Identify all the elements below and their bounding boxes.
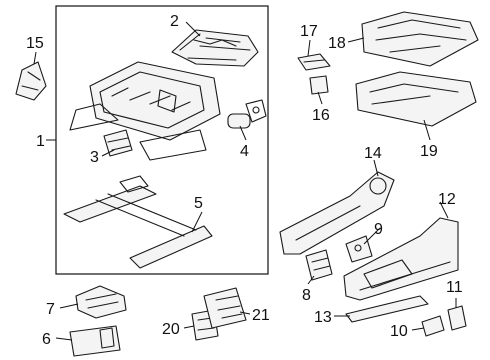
callout-16: 16 bbox=[312, 107, 330, 124]
part-7-bracket[interactable] bbox=[75, 285, 127, 319]
part-15-bracket[interactable] bbox=[15, 61, 47, 101]
part-8-connector[interactable] bbox=[305, 249, 333, 281]
seat-frame-assembly[interactable] bbox=[69, 61, 221, 161]
callout-12: 12 bbox=[438, 191, 456, 208]
callout-2: 2 bbox=[170, 13, 179, 30]
part-21-module[interactable] bbox=[203, 287, 247, 329]
callout-11: 11 bbox=[446, 279, 463, 296]
part-14-side-shield[interactable] bbox=[279, 171, 395, 255]
callout-9: 9 bbox=[374, 221, 383, 238]
callout-19: 19 bbox=[420, 143, 438, 160]
callout-4: 4 bbox=[240, 143, 249, 160]
callout-6: 6 bbox=[42, 331, 51, 348]
part-3-clip[interactable] bbox=[103, 129, 133, 157]
callout-5: 5 bbox=[194, 195, 203, 212]
callout-numbers: 1 2 3 4 5 6 7 8 9 10 11 12 13 14 15 16 1… bbox=[26, 13, 463, 348]
part-2-cushion-frame[interactable] bbox=[171, 29, 259, 67]
callout-21: 21 bbox=[252, 307, 270, 324]
callout-18: 18 bbox=[328, 35, 346, 52]
part-16-tab[interactable] bbox=[309, 75, 329, 95]
callout-15: 15 bbox=[26, 35, 44, 52]
callout-7: 7 bbox=[46, 301, 55, 318]
part-13-trim-strip[interactable] bbox=[345, 295, 429, 323]
callout-10: 10 bbox=[390, 323, 408, 340]
part-18-cushion-pad[interactable] bbox=[361, 11, 479, 67]
callout-1: 1 bbox=[36, 133, 45, 150]
callout-20: 20 bbox=[162, 321, 180, 338]
callout-8: 8 bbox=[302, 287, 311, 304]
part-17-clip[interactable] bbox=[297, 53, 331, 71]
callout-3: 3 bbox=[90, 149, 99, 166]
part-5-seat-track[interactable] bbox=[63, 175, 213, 269]
part-12-side-trim[interactable] bbox=[343, 217, 459, 301]
callout-17: 17 bbox=[300, 23, 318, 40]
callout-14: 14 bbox=[364, 145, 382, 162]
part-4-motor[interactable] bbox=[227, 99, 267, 129]
leader-lines bbox=[33, 21, 457, 341]
part-19-cushion-cover[interactable] bbox=[355, 71, 477, 127]
part-11-cap[interactable] bbox=[447, 305, 467, 331]
part-10-knob[interactable] bbox=[421, 315, 445, 337]
part-6-module[interactable] bbox=[69, 325, 121, 357]
callout-13: 13 bbox=[314, 309, 332, 326]
